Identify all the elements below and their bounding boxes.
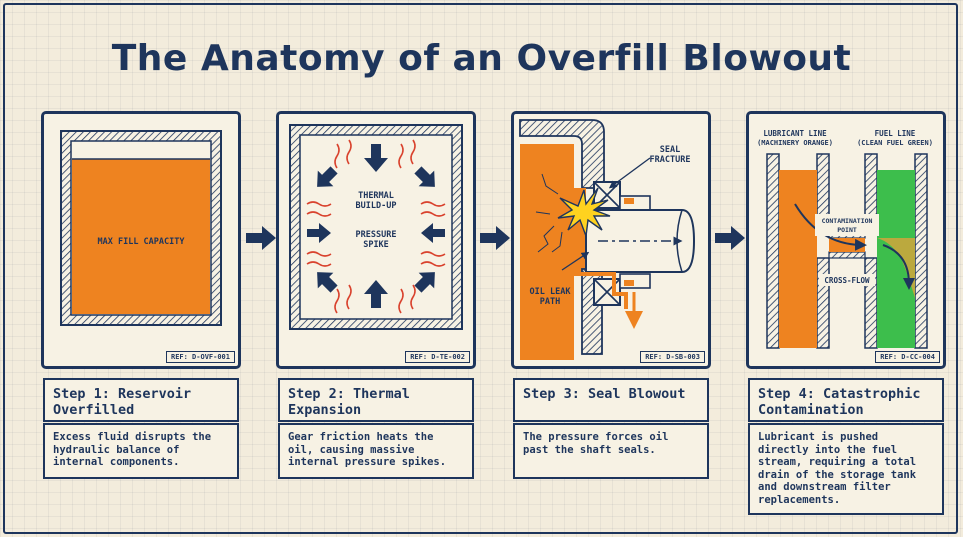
fuel-line-sub: (CLEAN FUEL GREEN) — [857, 139, 933, 147]
ref-tag: REF: D-OVF-001 — [165, 351, 235, 363]
oil-leak-label: OIL LEAK — [530, 287, 572, 297]
step-3-description: The pressure forces oil past the shaft s… — [513, 423, 709, 479]
oil-chamber — [520, 144, 586, 360]
step-2-title: Step 2: Thermal Expansion — [278, 378, 474, 422]
step-2-description: Gear friction heats the oil, causing mas… — [278, 423, 474, 479]
contamination-plume — [877, 238, 915, 298]
step-4-description: Lubricant is pushed directly into the fu… — [748, 423, 944, 515]
contamination-diagram: LUBRICANT LINE (MACHINERY ORANGE) FUEL L… — [757, 129, 933, 349]
step-4-title: Step 4: Catastrophic Contamination — [748, 378, 944, 422]
flow-arrow-icon — [715, 226, 745, 250]
buildup-label: BUILD-UP — [356, 201, 397, 211]
fracture-label: FRACTURE — [650, 155, 691, 165]
thermal-diagram: THERMAL BUILD-UP PRESSURE SPIKE — [289, 124, 463, 330]
ref-tag: REF: D-TE-002 — [405, 351, 470, 363]
step-1-description: Excess fluid disrupts the hydraulic bala… — [43, 423, 239, 479]
flow-arrow-icon — [246, 226, 276, 250]
panel-reservoir: MAX FILL CAPACITY REF: D-OVF-001 — [41, 111, 241, 369]
panel-seal: SEAL FRACTURE OIL LEAK PATH REF: D-SB-00… — [511, 111, 711, 369]
ref-tag: REF: D-SB-003 — [640, 351, 705, 363]
flow-arrow-icon — [480, 226, 510, 250]
panel-contamination: LUBRICANT LINE (MACHINERY ORANGE) FUEL L… — [746, 111, 946, 369]
step-3-title: Step 3: Seal Blowout — [513, 378, 709, 422]
point-label: POINT — [837, 226, 857, 234]
pressure-label: PRESSURE — [356, 230, 397, 240]
fuel-line-label: FUEL LINE — [875, 129, 916, 138]
fracture-burst-icon — [535, 173, 611, 253]
lubricant-line-label: LUBRICANT LINE — [763, 129, 827, 138]
spike-label: SPIKE — [363, 240, 389, 250]
step-1-title: Step 1: Reservoir Overfilled — [43, 378, 239, 422]
oil-fill — [72, 159, 210, 314]
lubricant-line-sub: (MACHINERY ORANGE) — [757, 139, 833, 147]
panel-thermal: THERMAL BUILD-UP PRESSURE SPIKE REF: D-T… — [276, 111, 476, 369]
page-title: The Anatomy of an Overfill Blowout — [111, 38, 852, 79]
seal-label: SEAL — [660, 145, 680, 155]
reservoir-diagram: MAX FILL CAPACITY — [60, 130, 222, 326]
path-label: PATH — [540, 297, 560, 307]
pressure-arrows — [307, 144, 445, 308]
lubricant-flow — [779, 170, 817, 348]
heat-waves — [306, 139, 446, 314]
max-fill-label: MAX FILL CAPACITY — [98, 237, 186, 247]
ref-tag: REF: D-CC-004 — [875, 351, 940, 363]
contamination-point-label: CONTAMINATION — [822, 217, 873, 225]
outer-frame — [3, 3, 958, 534]
leak-path — [574, 272, 628, 309]
thermal-label: THERMAL — [358, 191, 394, 201]
seal-diagram: SEAL FRACTURE OIL LEAK PATH — [519, 119, 696, 360]
cross-flow-label: CROSS-FLOW — [824, 276, 870, 285]
